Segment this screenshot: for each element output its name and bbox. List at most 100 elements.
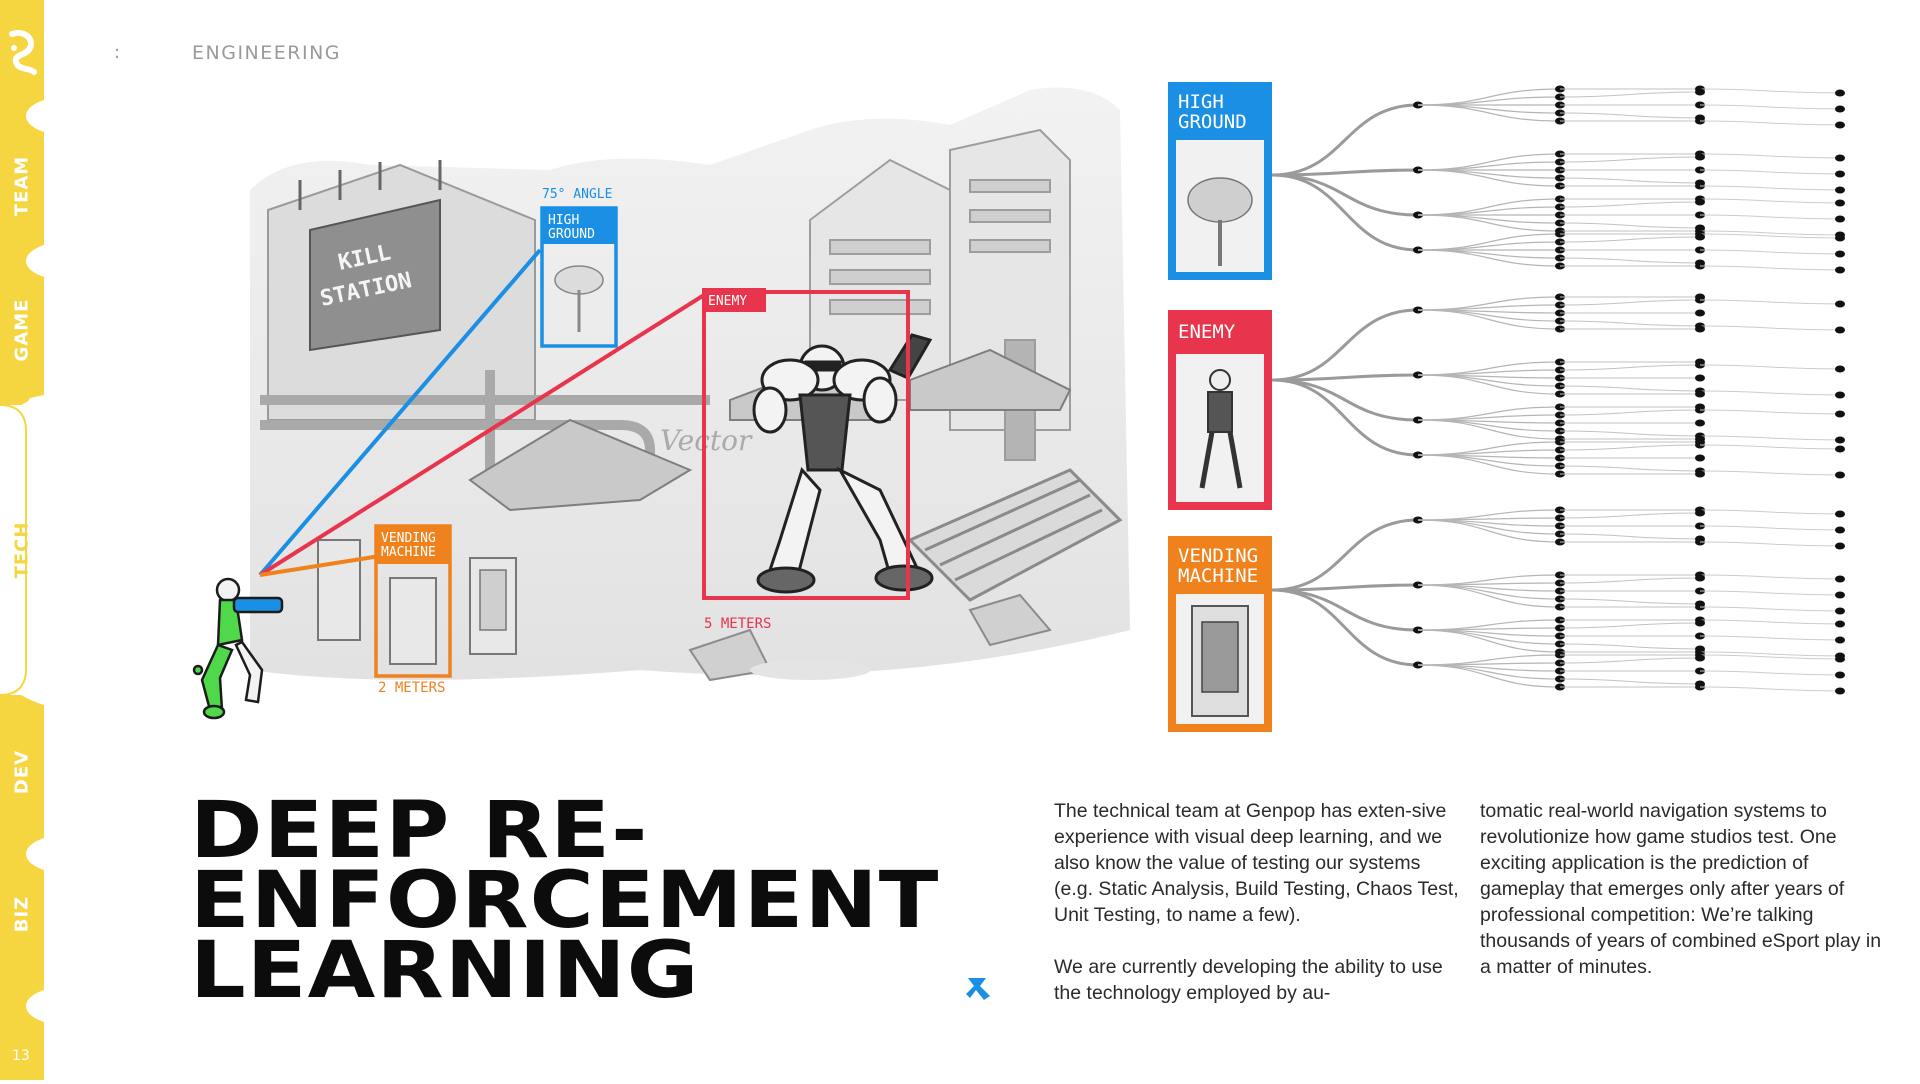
tree-branch	[1271, 168, 1419, 177]
tree-node	[1695, 509, 1705, 517]
tree-node	[1695, 654, 1705, 662]
tree-branch	[1271, 103, 1419, 177]
tree-branch	[1699, 606, 1841, 612]
tree-branch	[1559, 657, 1701, 664]
tree-branch	[1699, 185, 1841, 191]
headline-line-1: DEEP RE-	[190, 786, 649, 876]
tree-branch	[1417, 629, 1561, 653]
tree-branch	[1417, 249, 1561, 267]
tree-node	[1835, 687, 1845, 695]
tree-branch	[1699, 104, 1841, 110]
tree-branch	[1559, 299, 1701, 306]
tree-branch	[1699, 590, 1841, 596]
tree-branch	[1271, 173, 1419, 252]
headline: DEEP RE- ENFORCEMENT LEARNING	[190, 786, 939, 1016]
tree-branch	[1417, 584, 1561, 608]
headline-line-3: LEARNING	[190, 926, 700, 1016]
tree-branch	[1271, 373, 1419, 382]
card-vending-label-1: VENDING	[1178, 545, 1258, 567]
tree-branch	[1559, 465, 1701, 472]
tree-branch	[1699, 619, 1841, 625]
vending-distance: 2 METERS	[378, 680, 445, 696]
card-enemy-label: ENEMY	[1178, 321, 1236, 343]
tab-dev[interactable]: DEV	[11, 749, 33, 795]
tree-node	[1695, 198, 1705, 206]
tree-node	[1835, 186, 1845, 194]
tree-node	[1835, 526, 1845, 534]
tree-node	[1835, 510, 1845, 518]
tree-node	[1695, 470, 1705, 478]
tree-node	[1695, 309, 1705, 317]
tab-tech[interactable]: TECH	[11, 521, 33, 579]
page-number: 13	[12, 1048, 30, 1064]
tree-branch	[1417, 161, 1561, 171]
tree-branch	[1559, 409, 1701, 416]
tree-branch	[1699, 509, 1841, 515]
tree-branch	[1699, 299, 1841, 305]
tree-branch	[1417, 214, 1561, 232]
high-ground-label-1: HIGH	[548, 213, 579, 228]
tree-branch	[1271, 308, 1419, 382]
sightline-enemy	[258, 288, 714, 577]
tab-team[interactable]: TEAM	[11, 155, 33, 217]
body-paragraph: The technical team at Genpop has exten-s…	[1054, 800, 1459, 926]
tree-sketch	[554, 265, 604, 332]
tree-branch	[1417, 374, 1561, 395]
tree-branch	[1559, 201, 1701, 208]
tree-branch	[1417, 414, 1561, 421]
tree-branch	[1417, 214, 1561, 224]
tab-game[interactable]: GAME	[11, 298, 33, 362]
tree-card-high-ground: HIGH GROUND	[1168, 82, 1272, 280]
tree-node	[1835, 607, 1845, 615]
tree-branch	[1559, 598, 1701, 605]
tree-branch	[1417, 241, 1561, 251]
tree-branch	[1559, 577, 1701, 584]
tree-node	[1695, 233, 1705, 241]
tree-branch	[1559, 444, 1701, 451]
tree-branch	[1699, 265, 1841, 271]
tree-branch	[1559, 222, 1701, 229]
tree-node	[1835, 591, 1845, 599]
storefront-sign: Vector	[660, 424, 753, 457]
tree-branch	[1699, 214, 1841, 220]
genpop-logo-icon[interactable]	[4, 28, 40, 80]
tree-node	[1835, 121, 1845, 129]
tree-branch	[1699, 635, 1841, 641]
tree-node	[1695, 419, 1705, 427]
tree-branch	[1417, 454, 1561, 475]
tree-branch	[1417, 249, 1561, 259]
tree-node	[1695, 390, 1705, 398]
tree-branch	[1559, 257, 1701, 264]
player-character	[192, 577, 284, 720]
tree-branch	[1559, 236, 1701, 243]
tree-node	[1835, 365, 1845, 373]
tree-node	[1695, 325, 1705, 333]
tree-branch	[1271, 378, 1419, 457]
card-high-ground-label-1: HIGH	[1178, 91, 1224, 113]
tree-branch	[1699, 686, 1841, 692]
tree-branch	[1699, 364, 1841, 370]
tree-branch	[1271, 588, 1419, 667]
tree-node	[1695, 619, 1705, 627]
high-ground-label-2: GROUND	[548, 227, 595, 242]
tree-branch	[1699, 435, 1841, 441]
tree-branch	[1699, 390, 1841, 396]
tree-branch	[1559, 91, 1701, 98]
tree-node	[1835, 575, 1845, 583]
tree-node	[1835, 671, 1845, 679]
tree-branch	[1559, 320, 1701, 327]
tree-node	[1695, 374, 1705, 382]
tree-branch	[1699, 670, 1841, 676]
tree-node	[1835, 326, 1845, 334]
tree-branch	[1699, 574, 1841, 580]
tree-branch	[1271, 588, 1419, 632]
tree-branch	[1699, 88, 1841, 94]
tree-branch	[1559, 643, 1701, 650]
tree-card-vending: VENDING MACHINE	[1168, 536, 1272, 732]
tab-biz[interactable]: BIZ	[11, 895, 33, 933]
card-high-ground-label-2: GROUND	[1178, 111, 1247, 133]
vending-label-2: MACHINE	[381, 545, 436, 560]
tree-branch	[1699, 169, 1841, 175]
tree-node	[1835, 300, 1845, 308]
tree-branch	[1559, 533, 1701, 540]
